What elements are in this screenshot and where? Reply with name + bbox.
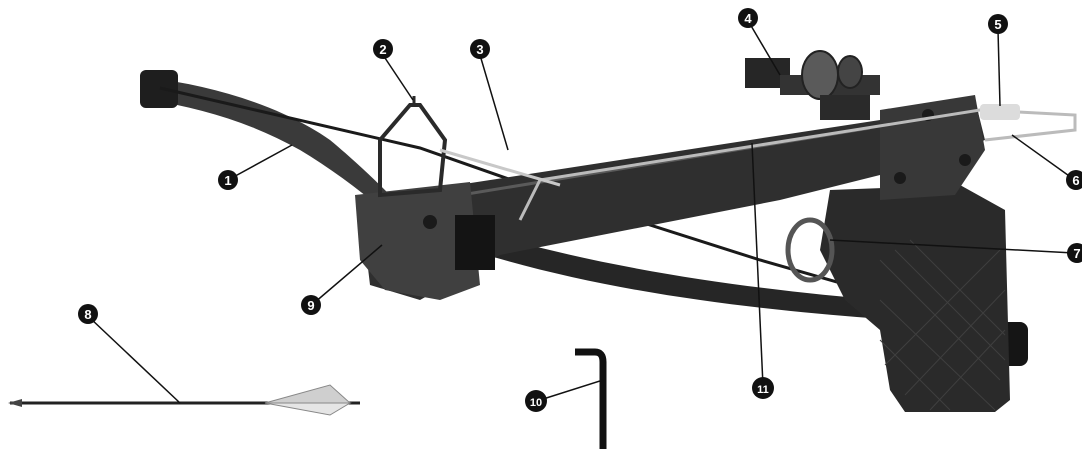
leader-line-1	[227, 144, 293, 181]
string-channel	[455, 215, 495, 270]
front-sight	[378, 103, 448, 198]
callout-9-label: 9	[307, 298, 314, 313]
bolt-on-rail	[439, 148, 561, 187]
callout-2-label: 2	[379, 42, 386, 57]
callouts: 1 2 3 4 5 6 7 8	[78, 8, 1082, 412]
leader-line-2	[382, 54, 414, 101]
callout-8: 8	[78, 304, 98, 324]
callout-6: 6	[1066, 170, 1082, 190]
callout-3: 3	[470, 39, 490, 59]
rear-screw-3	[959, 154, 971, 166]
stock-rail	[360, 100, 985, 300]
leader-line-10	[539, 379, 604, 401]
front-screw	[423, 215, 437, 229]
leader-line-3	[479, 54, 509, 151]
callout-10-label: 10	[530, 397, 542, 409]
callout-3-label: 3	[476, 42, 483, 57]
leader-line-8	[89, 317, 181, 404]
callout-1-label: 1	[224, 173, 231, 188]
callout-4: 4	[738, 8, 758, 28]
callout-10: 10	[525, 390, 547, 412]
limb-tip-upper	[140, 70, 178, 108]
limb-upper	[150, 78, 395, 212]
callout-7: 7	[1067, 243, 1082, 263]
leader-line-4	[749, 23, 781, 76]
leader-lines	[89, 23, 1075, 404]
front-body	[355, 182, 480, 300]
allen-key	[575, 348, 607, 449]
leader-line-11	[751, 142, 764, 387]
callout-11: 11	[752, 377, 774, 399]
cocking-wire	[518, 108, 1077, 221]
cocking-wire-cap	[980, 104, 1020, 120]
callout-7-label: 7	[1073, 246, 1080, 261]
callout-5: 5	[988, 14, 1008, 34]
callout-2: 2	[373, 39, 393, 59]
grip-texture	[879, 239, 1006, 411]
crossbow-illustration	[8, 50, 1077, 449]
callout-11-label: 11	[757, 384, 769, 396]
callout-9: 9	[301, 295, 321, 315]
rear-screw-2	[894, 172, 906, 184]
callout-5-label: 5	[994, 17, 1001, 32]
arrow	[8, 384, 360, 416]
leader-line-9	[313, 244, 383, 304]
leader-line-6	[1011, 134, 1073, 179]
callout-6-label: 6	[1072, 173, 1079, 188]
leader-line-7	[829, 239, 1075, 254]
callout-4-label: 4	[744, 11, 752, 26]
trigger-guard	[785, 217, 835, 283]
callout-8-label: 8	[84, 307, 91, 322]
pistol-grip	[820, 185, 1010, 412]
callout-1: 1	[218, 170, 238, 190]
leader-line-5	[997, 29, 1001, 107]
rear-sight	[745, 50, 880, 120]
